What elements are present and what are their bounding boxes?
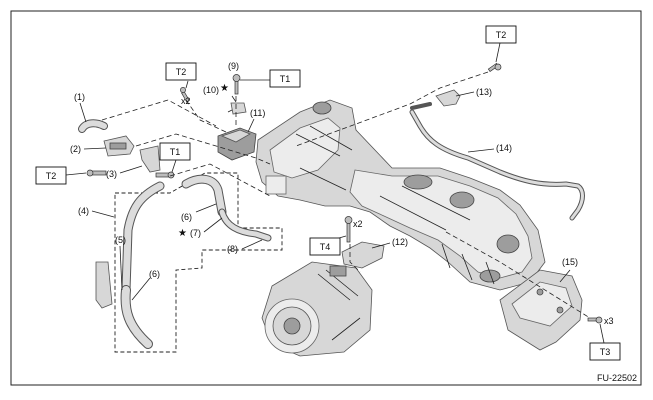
torque-tag-label: T1 [280,74,291,84]
callout-7: (7) [190,228,201,238]
bolt-9 [232,74,241,95]
hose-8 [218,208,272,242]
bracket-2 [103,135,135,157]
callout-2: (2) [70,144,81,154]
quantity-marks: x2 x2 x3 [181,96,614,326]
quantity-x2-mid: x2 [353,219,363,229]
torque-tag-label: T3 [600,347,611,357]
callout-13: (13) [476,87,492,97]
callout-15: (15) [562,257,578,267]
callout-9: (9) [228,61,239,71]
star-marks: ★ ★ [178,83,229,239]
torque-tag-t3: T3 [589,342,621,361]
torque-tag-t4: T4 [309,237,341,256]
callout-5: (5) [115,235,126,245]
bolt-left-x2 [86,169,107,177]
gasket-10 [230,102,247,115]
valve-11 [217,127,257,161]
star-icon-7: ★ [178,228,187,239]
hose-6-upper [181,174,227,217]
bracket-left-lower [95,261,113,309]
torque-tag-label: T4 [320,242,331,252]
quantity-x2-left: x2 [181,96,191,106]
torque-tag-label: T2 [176,67,187,77]
bolt-t1-mid [155,171,175,179]
bracket-13 [410,89,461,110]
torque-tag-label: T1 [170,147,181,157]
callout-8: (8) [227,244,238,254]
bolt-t2-top [180,87,190,103]
torque-tag-t1-mid: T1 [159,142,191,161]
callout-3: (3) [106,169,117,179]
callout-1: (1) [74,92,85,102]
compressor [261,261,373,357]
bolt-t3 [587,316,603,324]
hose-6-lower [120,285,153,349]
torque-tag-t2-top-left: T2 [165,62,197,81]
torque-tag-t2-left: T2 [35,166,67,185]
torque-tag-label: T2 [46,171,57,181]
bracket-15 [499,269,583,351]
intake-manifold [255,99,546,291]
star-icon-9: ★ [220,83,229,94]
pipe-14 [409,109,585,221]
callout-11: (11) [250,108,265,118]
callout-6-upper: (6) [181,212,192,222]
bolt-t4 [344,216,353,243]
torque-tag-t1-top: T1 [269,69,301,88]
figure-id: FU-22502 [597,373,637,383]
callout-labels: (1) (2) (3) (4) (5) (6) (6) (7) (8) (9) … [70,61,578,279]
callout-14: (14) [496,143,512,153]
callout-4: (4) [78,206,89,216]
torque-tag-t2-top-right: T2 [485,25,517,44]
alignment-lines [101,71,591,319]
diagram-frame [10,10,642,386]
bolt-t2-right [487,62,502,72]
callout-12: (12) [392,237,408,247]
hose-5 [121,181,165,295]
callout-10: (10) [203,85,219,95]
hose-1 [78,119,108,133]
callout-6-lower: (6) [149,269,160,279]
bracket-12 [341,241,385,269]
clip-3 [139,145,161,173]
hose-kit-outline [114,172,283,353]
quantity-x3-right: x3 [604,316,614,326]
torque-tag-label: T2 [496,30,507,40]
